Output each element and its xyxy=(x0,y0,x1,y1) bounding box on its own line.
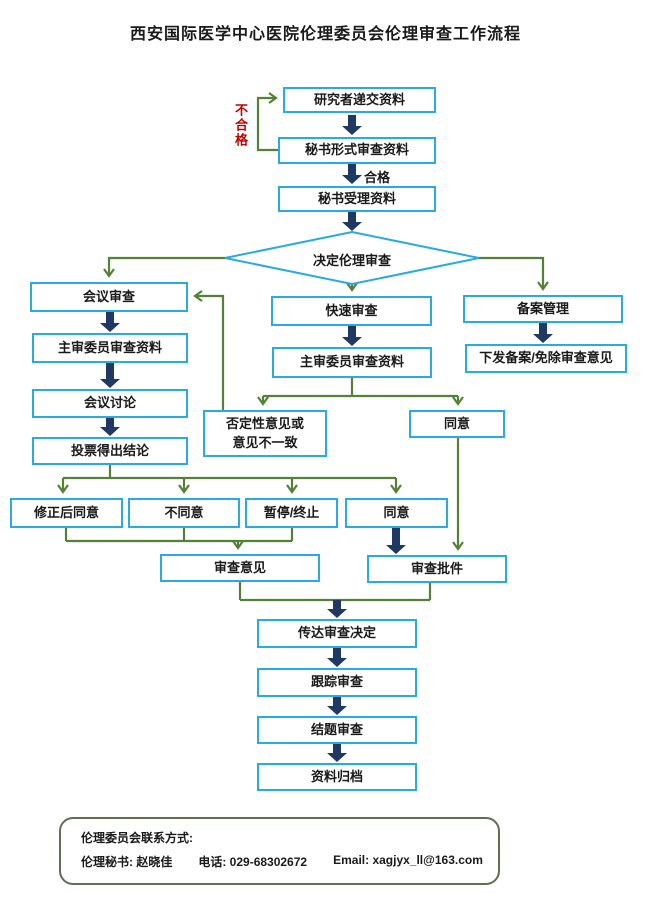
node-formal-review: 秘书形式审查资料 xyxy=(278,137,436,164)
node-fast-reviewer: 主审委员审查资料 xyxy=(272,347,432,378)
node-suspend-terminate: 暂停/终止 xyxy=(245,498,338,528)
decision-diamond xyxy=(224,230,480,286)
node-negative-opinion: 否定性意见或 意见不一致 xyxy=(203,410,327,457)
pass-edge-label: 合格 xyxy=(364,170,391,185)
contact-secretary: 伦理秘书: 赵晓佳 xyxy=(81,855,173,869)
contact-phone: 电话: 029-68302672 xyxy=(198,855,308,869)
node-meeting-discussion: 会议讨论 xyxy=(32,389,188,418)
negative-opinion-line2: 意见不一致 xyxy=(232,434,298,450)
node-agree: 同意 xyxy=(345,498,448,528)
negative-to-meeting-connector xyxy=(193,290,225,410)
contact-email: Email: xagjyx_ll@163.com xyxy=(333,853,483,867)
reject-edge-label: 不合格 xyxy=(233,103,248,148)
opinion-merge-connectors xyxy=(64,528,294,550)
node-conclusion-review: 结题审查 xyxy=(257,716,417,744)
node-fast-agree: 同意 xyxy=(409,410,505,438)
node-vote: 投票得出结论 xyxy=(32,437,188,465)
node-modified-agree: 修正后同意 xyxy=(10,498,123,528)
vote-split-connectors xyxy=(57,465,402,494)
node-disagree: 不同意 xyxy=(128,498,240,528)
fast-reviewer-split-connectors xyxy=(257,378,464,551)
contact-heading: 伦理委员会联系方式: xyxy=(81,831,193,845)
block-arrows xyxy=(100,115,553,762)
page-title: 西安国际医学中心医院伦理委员会伦理审查工作流程 xyxy=(129,26,521,43)
node-filing: 备案管理 xyxy=(463,295,623,323)
node-meeting-review: 会议审查 xyxy=(30,282,188,312)
reject-loop-connector xyxy=(256,92,278,152)
node-meeting-reviewer: 主审委员审查资料 xyxy=(32,333,188,363)
node-submit: 研究者递交资料 xyxy=(283,87,436,113)
node-follow-up-review: 跟踪审查 xyxy=(257,668,417,697)
contact-info-box: 伦理委员会联系方式: 伦理秘书: 赵晓佳 电话: 029-68302672 Em… xyxy=(59,817,500,885)
node-communicate-decision: 传达审查决定 xyxy=(257,619,417,648)
node-approval: 审查批件 xyxy=(367,555,507,583)
node-filing-issue: 下发备案/免除审查意见 xyxy=(465,344,627,373)
decision-merge-connectors xyxy=(238,582,432,602)
node-accept: 秘书受理资料 xyxy=(278,186,436,212)
node-archive: 资料归档 xyxy=(257,763,417,791)
negative-opinion-line1: 否定性意见或 xyxy=(225,415,304,431)
node-fast-review: 快速审查 xyxy=(271,296,432,326)
node-decide-label: 决定伦理审查 xyxy=(312,253,391,268)
node-review-opinion: 审查意见 xyxy=(160,554,320,582)
